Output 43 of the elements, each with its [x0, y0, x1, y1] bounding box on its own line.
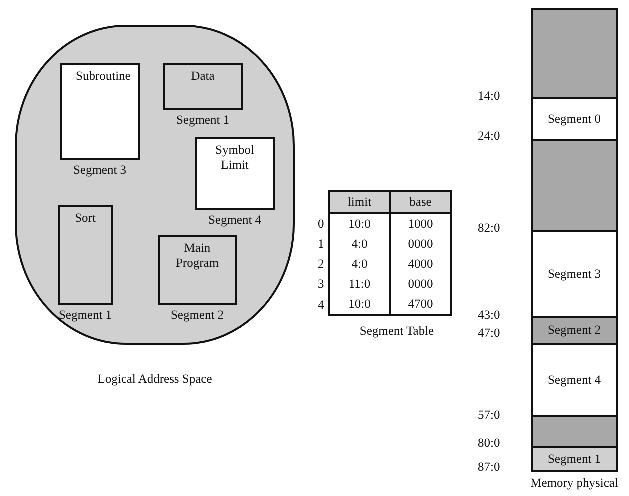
column-header: limit: [329, 191, 390, 213]
segment-label: Segment 1: [175, 113, 231, 128]
free-memory-block: [533, 139, 616, 230]
free-memory-block: [533, 10, 616, 97]
table-cell: 11:0: [329, 274, 390, 294]
row-index: 3: [318, 274, 330, 294]
segment-box: Symbol Limit: [195, 137, 275, 210]
address-label: 47:0: [478, 326, 500, 341]
address-label: 87:0: [478, 460, 500, 475]
row-index: 1: [318, 234, 330, 254]
segment-label: Segment 2: [170, 308, 226, 323]
segment-box: Sort: [58, 205, 113, 305]
table-cell: 0000: [390, 234, 452, 254]
table-cell: 4:0: [329, 234, 390, 254]
free-memory-block: [533, 415, 616, 446]
memory-segment: Segment 2: [533, 316, 616, 343]
table-cell: 4700: [390, 294, 452, 315]
segment-label: Segment 1: [58, 308, 114, 323]
area-caption: Logical Address Space: [96, 372, 214, 387]
segment-label: Segment 3: [72, 163, 128, 178]
row-index: 2: [318, 254, 330, 274]
segment-label: Segment 4: [207, 213, 263, 228]
table-cell: 10:0: [329, 213, 390, 234]
table-cell: 1000: [390, 213, 452, 234]
table-cell: 4:0: [329, 254, 390, 274]
address-label: 57:0: [478, 408, 500, 423]
address-label: 82:0: [478, 221, 500, 236]
segment-box: Main Program: [158, 235, 237, 305]
memory-caption: Memory physical: [530, 476, 620, 491]
table-cell: 0000: [390, 274, 452, 294]
memory-segment: Segment 1: [533, 446, 616, 470]
address-label: 80:0: [478, 436, 500, 451]
table-caption: Segment Table: [358, 324, 436, 339]
row-index: 0: [318, 213, 330, 234]
table-cell: 4000: [390, 254, 452, 274]
segment-box: Subroutine: [60, 63, 140, 160]
segment-box: Data: [163, 63, 243, 110]
row-index: 4: [318, 294, 330, 315]
address-label: 24:0: [478, 129, 500, 144]
address-label: 43:0: [478, 308, 500, 323]
column-header: base: [390, 191, 452, 213]
address-label: 14:0: [478, 89, 500, 104]
table-cell: 10:0: [329, 294, 390, 315]
